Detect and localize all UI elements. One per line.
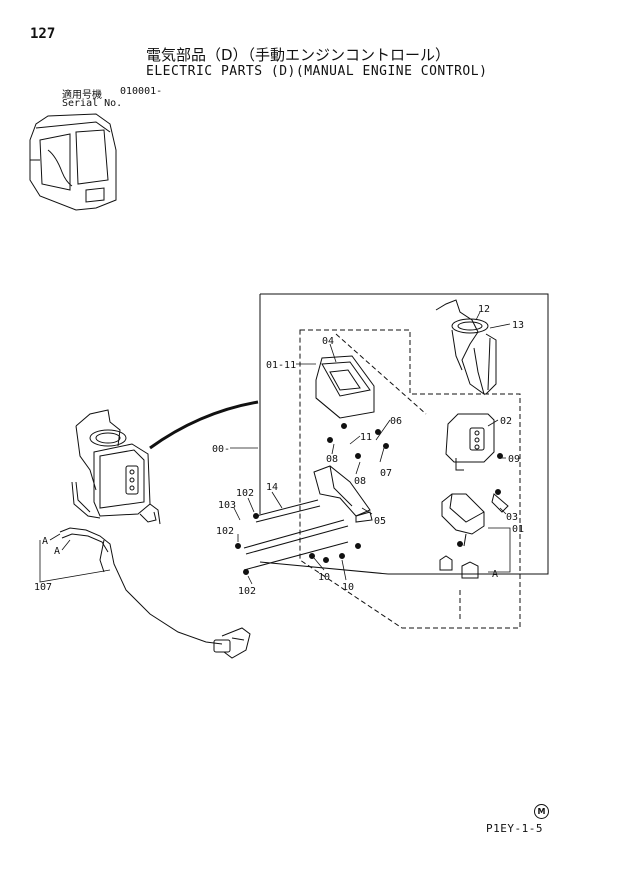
callout-07: 07 [380,468,392,479]
callout-08-b: 08 [354,476,366,487]
callout-06: 06 [390,416,402,427]
callout-10-b: 10 [342,582,354,593]
console-assembly-dashed-frame [299,329,521,629]
callout-14: 14 [266,482,278,493]
serial-label-japanese: 適用号機 [62,90,102,101]
page-title-english: ELECTRIC PARTS (D)(MANUAL ENGINE CONTROL… [146,64,488,79]
callout-11: 11 [360,432,372,443]
left-callout-leaders [39,533,111,583]
callout-labels: 12 13 04 01-11 06 11 08 08 07 02 09 00- … [34,304,524,597]
callout-a-left-1: A [42,536,48,547]
callout-05: 05 [374,516,386,527]
callout-08-a: 08 [326,454,338,465]
callout-09: 09 [508,454,520,465]
callout-a-left-2: A [54,546,60,557]
part-02-controller-unit [445,413,495,471]
callout-04: 04 [322,336,334,347]
document-code: P1EY-1-5 [486,822,543,835]
part-05-mounting-bracket [313,465,373,523]
callout-01: 01 [512,524,524,535]
knob-parts [439,555,479,579]
page-title-japanese: 電気部品（D）（手動エンジンコントロール） [146,46,451,64]
callout-102-c: 102 [238,586,256,597]
part-04-panel-cover [315,355,375,419]
part-14-rods [243,499,349,571]
revision-mark: M [534,804,549,819]
part-01-lever-unit [441,493,509,547]
callout-01-11: 01-11 [266,360,296,371]
left-assembly-illustration [59,409,251,659]
leader-lines [230,311,511,585]
callout-13: 13 [512,320,524,331]
callout-02: 02 [500,416,512,427]
callout-107: 107 [34,582,52,593]
callout-102-b: 102 [216,526,234,537]
callout-00: 00- [212,444,230,455]
serial-number-value: 010001- [120,86,163,97]
callout-103: 103 [218,500,236,511]
assembly-frame [259,293,549,575]
callout-102-a: 102 [236,488,254,499]
serial-label-english: Serial No. [62,98,123,109]
callout-12: 12 [478,304,490,315]
part-12-bracket-cover [435,299,497,396]
cab-thumbnail-illustration [29,113,117,211]
callout-10-a: 10 [318,572,330,583]
reference-arrow-curve [149,400,259,450]
screw-fasteners [235,423,503,575]
callout-03: 03 [506,512,518,523]
page-number: 127 [30,26,56,42]
callout-a-right: A [492,569,498,580]
